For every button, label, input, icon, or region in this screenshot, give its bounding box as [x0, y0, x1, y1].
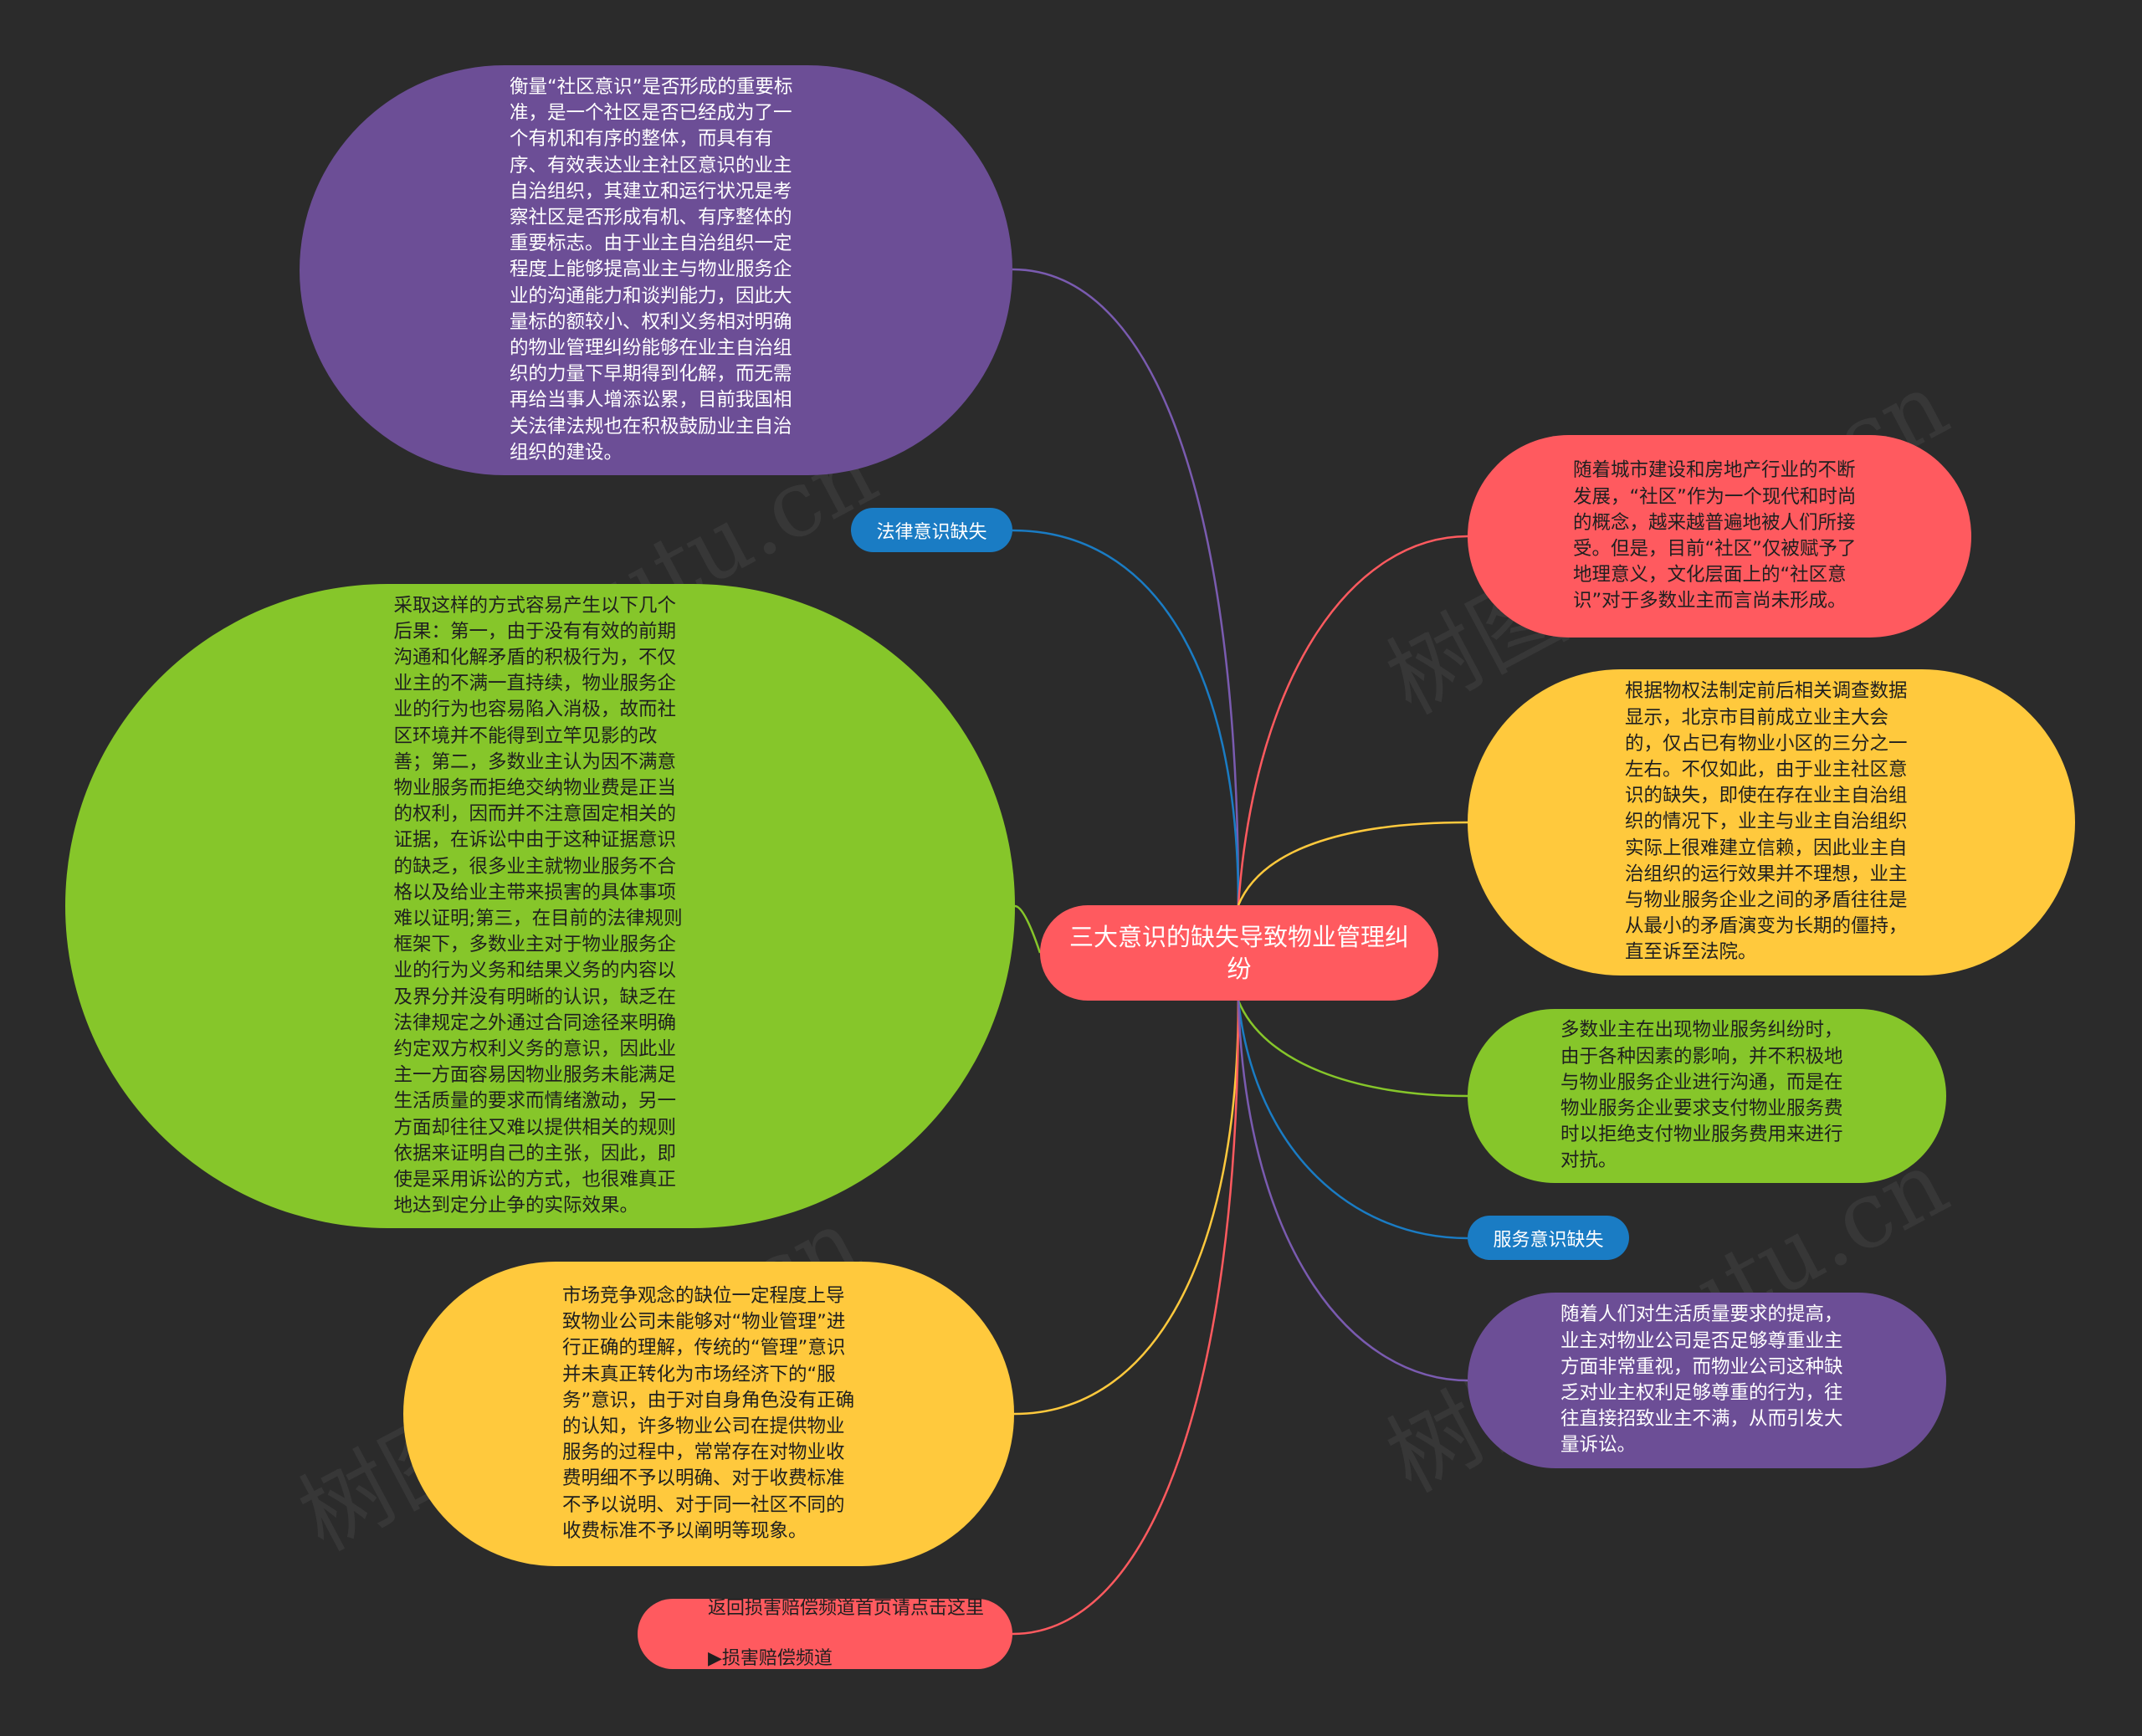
return-link-line2[interactable]: ▶损害赔偿频道: [707, 1648, 833, 1669]
topic-node-consequences[interactable]: 采取这样的方式容易产生以下几个后果：第一，由于没有有效的前期沟通和化解矛盾的积极…: [65, 584, 1015, 1228]
connector-yellow-right: [1237, 821, 1468, 906]
connector-top-purple: [1012, 268, 1240, 906]
topic-node-text: 根据物权法制定前后相关调查数据显示，北京市目前成立业主大会的，仅占已有物业小区的…: [1625, 680, 1908, 964]
topic-node-respect-owners[interactable]: 随着人们对生活质量要求的提高，业主对物业公司是否足够尊重业主方面非常重视，而物业…: [1468, 1293, 1946, 1468]
topic-node-service-awareness[interactable]: 服务意识缺失: [1468, 1216, 1629, 1260]
topic-node-text: 衡量“社区意识”是否形成的重要标准，是一个社区是否已经成为了一个有机和有序的整体…: [510, 75, 793, 463]
connector-green-big: [1014, 904, 1042, 954]
topic-node-text: 多数业主在出现物业服务纠纷时，由于各种因素的影响，并不积极地与物业服务企业进行沟…: [1560, 1019, 1843, 1172]
topic-node-text: 市场竞争观念的缺位一定程度上导致物业公司未能够对“物业管理”进行正确的理解，传统…: [562, 1284, 855, 1542]
connector-return: [1012, 1000, 1240, 1636]
topic-node-text: 随着城市建设和房地产行业的不断发展，“社区”作为一个现代和时尚的概念，越来越普遍…: [1573, 459, 1857, 612]
topic-node-text: 随着人们对生活质量要求的提高，业主对物业公司是否足够尊重业主方面非常重视，而物业…: [1560, 1303, 1843, 1457]
connector-service: [1237, 1000, 1468, 1240]
topic-node-market-competition[interactable]: 市场竞争观念的缺位一定程度上导致物业公司未能够对“物业管理”进行正确的理解，传统…: [403, 1262, 1014, 1566]
topic-node-label: 服务意识缺失: [1493, 1229, 1604, 1251]
return-link-text[interactable]: 返回损害赔偿频道首页请点击这里 ▶损害赔偿频道: [673, 1571, 984, 1697]
central-topic[interactable]: 三大意识的缺失导致物业管理纠纷: [1040, 905, 1438, 1001]
central-topic-label: 三大意识的缺失导致物业管理纠纷: [1068, 923, 1409, 983]
topic-node-community-concept[interactable]: 随着城市建设和房地产行业的不断发展，“社区”作为一个现代和时尚的概念，越来越普遍…: [1468, 435, 1971, 638]
return-link-node[interactable]: 返回损害赔偿频道首页请点击这里 ▶损害赔偿频道: [638, 1598, 1012, 1669]
topic-node-label: 法律意识缺失: [876, 521, 987, 543]
topic-node-text: 采取这样的方式容易产生以下几个后果：第一，由于没有有效的前期沟通和化解矛盾的积极…: [393, 594, 683, 1217]
topic-node-community-standard[interactable]: 衡量“社区意识”是否形成的重要标准，是一个社区是否已经成为了一个有机和有序的整体…: [300, 65, 1012, 475]
connector-green-right: [1237, 1000, 1468, 1098]
topic-node-owner-dispute[interactable]: 多数业主在出现物业服务纠纷时，由于各种因素的影响，并不积极地与物业服务企业进行沟…: [1468, 1009, 1946, 1183]
connector-purple-right: [1237, 1000, 1468, 1382]
connector-law: [1012, 529, 1240, 906]
topic-node-survey-data[interactable]: 根据物权法制定前后相关调查数据显示，北京市目前成立业主大会的，仅占已有物业小区的…: [1468, 669, 2075, 976]
topic-node-law-awareness[interactable]: 法律意识缺失: [851, 508, 1012, 552]
return-link-line1[interactable]: 返回损害赔偿频道首页请点击这里: [707, 1598, 984, 1619]
connector-red-right: [1237, 535, 1468, 906]
connector-yellow-left: [1013, 1000, 1240, 1416]
